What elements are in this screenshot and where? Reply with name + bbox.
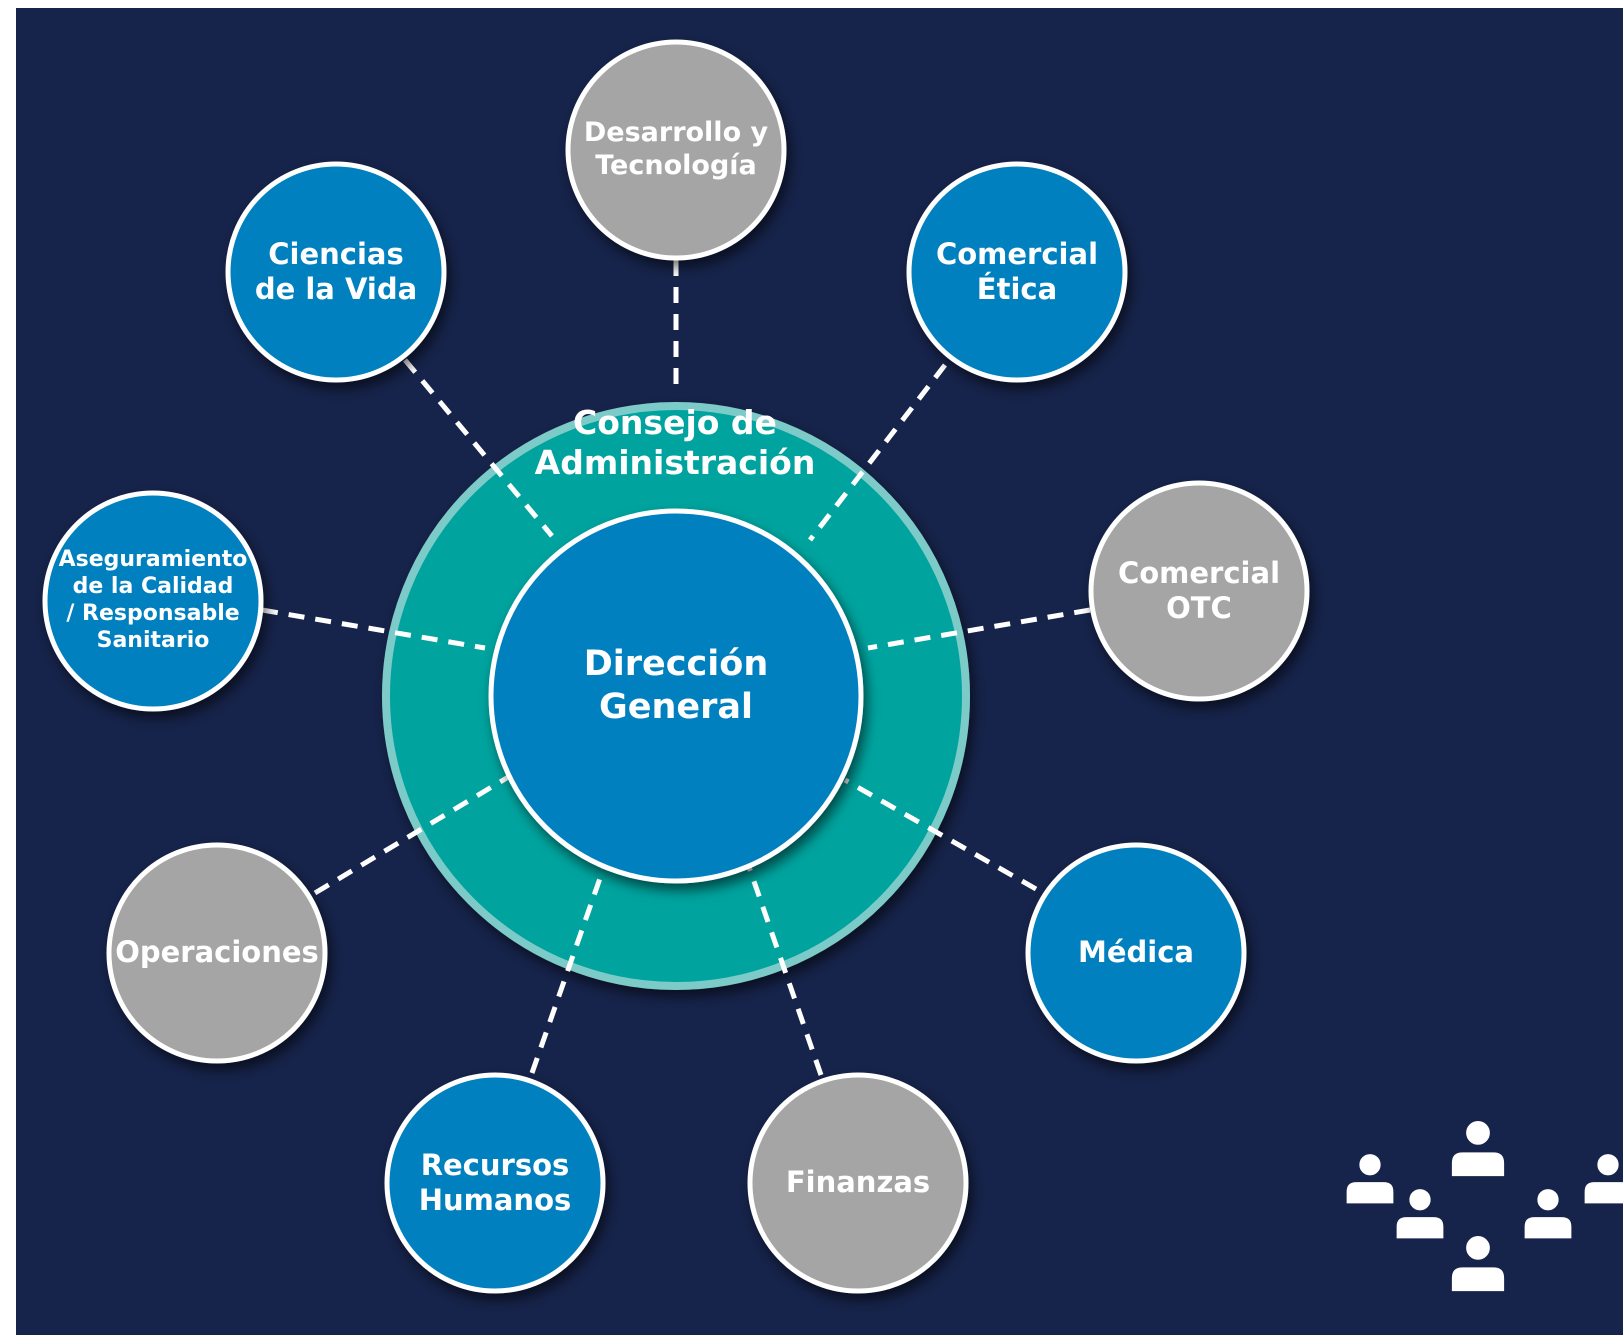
people-group-icon	[1342, 1116, 1623, 1296]
node-aseguramiento-calidad	[42, 490, 264, 712]
node-label-comercial-otc: Comercial OTC	[1117, 555, 1281, 625]
general-direction-label: Dirección General	[583, 644, 769, 727]
department-nodes	[42, 39, 1310, 1294]
general-direction-circle	[488, 508, 864, 884]
org-diagram	[42, 39, 1623, 1296]
node-medica	[1025, 842, 1247, 1064]
node-label-ciencias-vida: Ciencias de la Vida	[254, 236, 418, 306]
node-desarrollo-tecnologia	[565, 39, 787, 261]
connector-operaciones	[313, 773, 512, 896]
node-label-aseguramiento-calidad: Aseguramiento de la Calidad / Responsabl…	[58, 547, 248, 653]
node-label-desarrollo-tecnologia: Desarrollo y Tecnología	[583, 117, 769, 181]
connector-ciencias-vida	[403, 358, 554, 538]
connector-finanzas	[745, 863, 824, 1076]
node-recursos-humanos	[384, 1072, 606, 1294]
node-comercial-otc	[1088, 480, 1310, 702]
connector-recursos-humanos	[529, 863, 608, 1074]
node-operaciones	[106, 842, 328, 1064]
connector-medica	[843, 777, 1038, 892]
org-chart-panel: Consejo de Administración Dirección Gene…	[16, 8, 1623, 1335]
connector-comercial-otc	[867, 607, 1091, 651]
node-label-comercial-etica: Comercial Ética	[935, 236, 1099, 306]
node-finanzas	[747, 1072, 969, 1294]
node-ciencias-vida	[225, 161, 447, 383]
node-label-medica: Médica	[1078, 935, 1194, 970]
node-comercial-etica	[906, 161, 1128, 383]
node-label-operaciones: Operaciones	[115, 935, 319, 970]
node-label-finanzas: Finanzas	[785, 1165, 931, 1200]
connector-aseguramiento-calidad	[261, 607, 486, 651]
node-label-recursos-humanos: Recursos Humanos	[418, 1147, 572, 1217]
connector-lines-over-ring	[261, 260, 1091, 1076]
board-ring-label: Consejo de Administración	[534, 402, 816, 482]
connector-comercial-etica	[808, 363, 947, 542]
